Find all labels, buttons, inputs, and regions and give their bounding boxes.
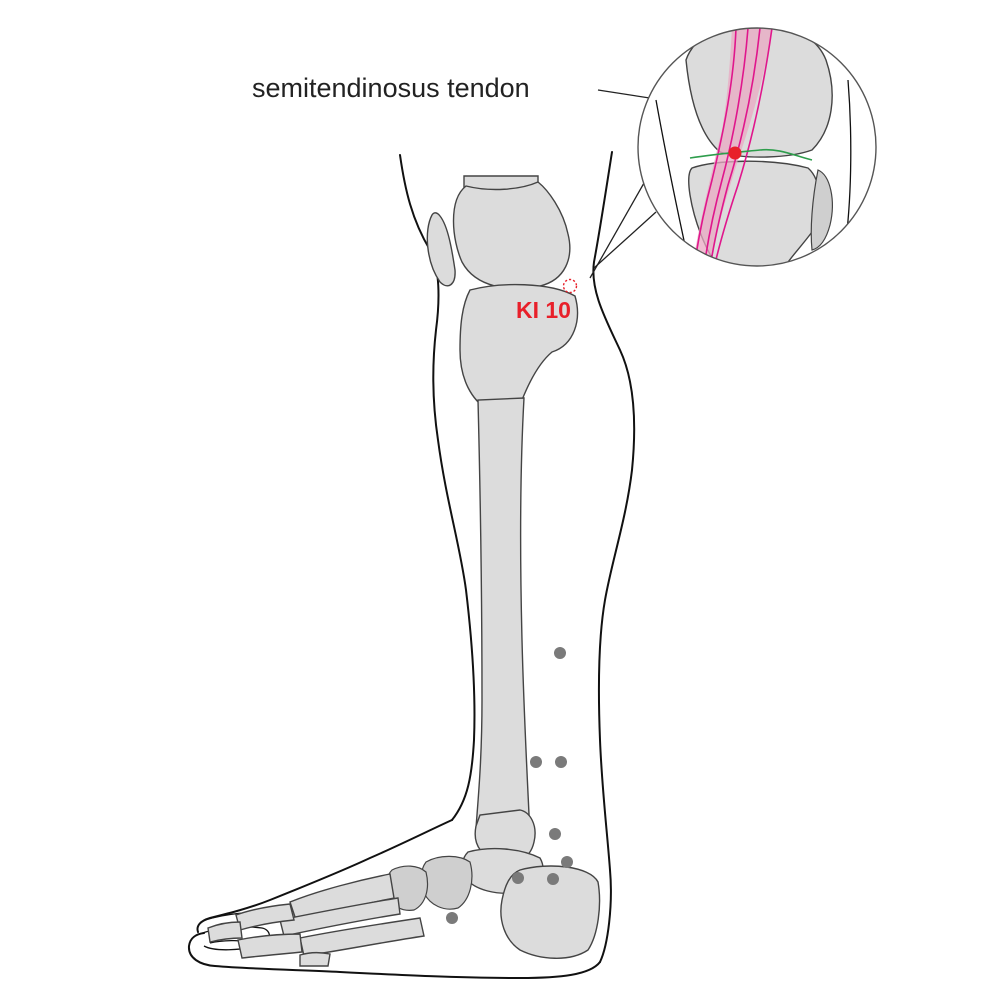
ki10-marker: KI 10: [516, 278, 578, 323]
acupoint-dot: [547, 873, 559, 885]
acupoint-dot: [554, 647, 566, 659]
other-acupoints: [446, 647, 573, 924]
leg-outline: [187, 151, 636, 979]
acupoint-dot: [561, 856, 573, 868]
calcaneus: [500, 865, 601, 959]
acupoint-dot: [530, 756, 542, 768]
acupoint-dot: [446, 912, 458, 924]
ki10-detail-point-icon: [728, 146, 742, 160]
joint-line: [689, 148, 813, 161]
acupoint-dot: [512, 872, 524, 884]
leg-bones: [207, 175, 601, 967]
acupoint-dot: [549, 828, 561, 840]
tibia-shaft: [475, 397, 531, 837]
acupoint-dot: [555, 756, 567, 768]
femur-condyle: [452, 181, 571, 290]
patella: [426, 212, 456, 287]
tibia-plateau: [459, 283, 579, 411]
dashed-circle-icon: [562, 278, 578, 294]
ki10-label: KI 10: [516, 297, 571, 323]
tendon-label: semitendinosus tendon: [252, 73, 530, 103]
detail-magnifier: [637, 27, 877, 267]
